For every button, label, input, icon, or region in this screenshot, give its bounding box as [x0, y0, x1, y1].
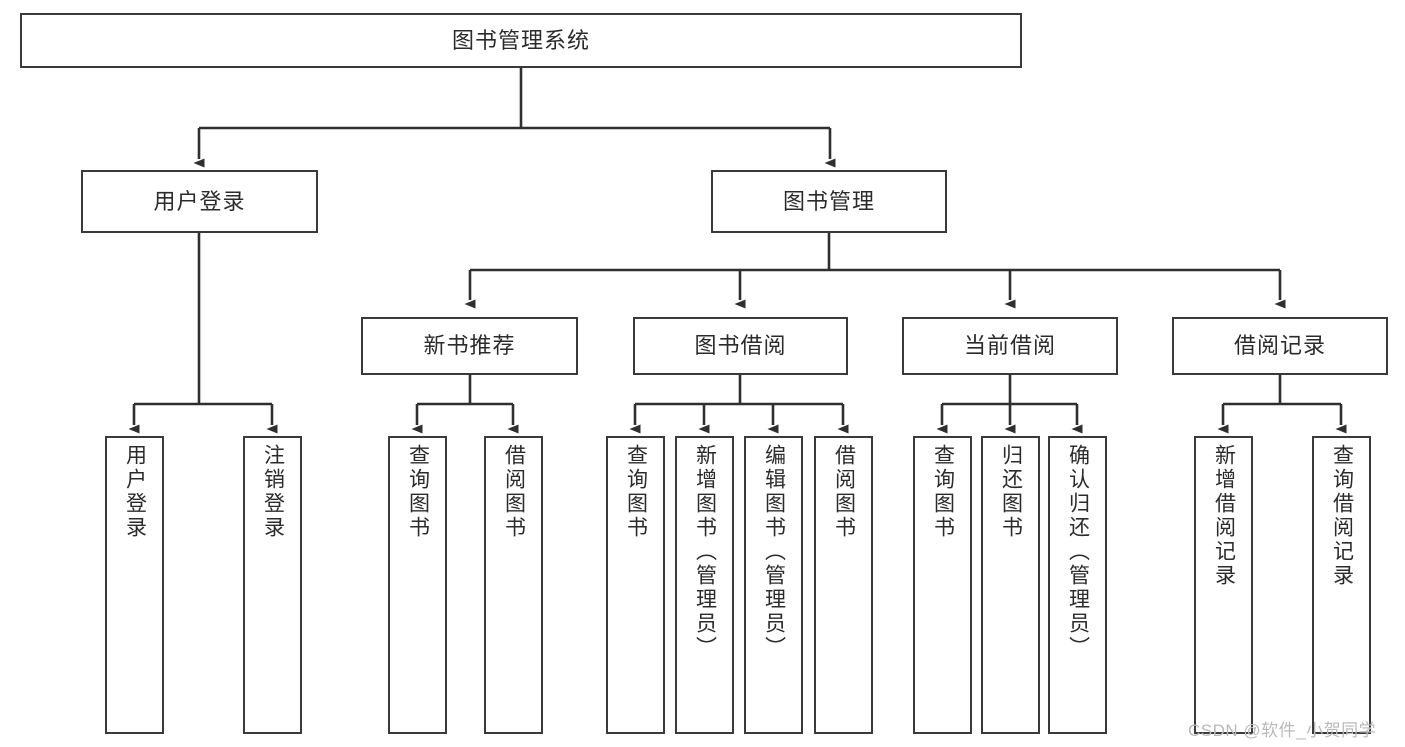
node-label: 新增借阅记录 [1212, 444, 1236, 588]
node-book-borrow[interactable]: 图书借阅 [633, 317, 848, 375]
node-label: 图书管理系统 [451, 27, 590, 53]
node-borrow-record[interactable]: 借阅记录 [1172, 317, 1388, 375]
node-leaf-query-book-2[interactable]: 查询图书 [606, 436, 665, 734]
node-leaf-confirm-return[interactable]: 确认归还（管理员） [1048, 436, 1107, 734]
node-label: 新增图书（管理员） [693, 444, 717, 660]
node-leaf-query-book-3[interactable]: 查询图书 [913, 436, 972, 734]
node-label: 注销登录 [261, 444, 285, 540]
node-user-login[interactable]: 用户登录 [81, 170, 318, 233]
node-label: 用户登录 [153, 188, 246, 214]
node-leaf-return-book[interactable]: 归还图书 [981, 436, 1040, 734]
node-label: 查询图书 [931, 444, 955, 540]
node-leaf-add-record[interactable]: 新增借阅记录 [1194, 436, 1253, 734]
node-leaf-query-book-1[interactable]: 查询图书 [388, 436, 447, 734]
node-leaf-edit-book[interactable]: 编辑图书（管理员） [744, 436, 803, 734]
node-root-system[interactable]: 图书管理系统 [20, 13, 1022, 68]
csdn-watermark: CSDN @软件_小贺同学 [1188, 721, 1377, 740]
node-label: 确认归还（管理员） [1066, 444, 1090, 660]
node-label: 当前借阅 [963, 333, 1056, 359]
node-current-borrow[interactable]: 当前借阅 [902, 317, 1118, 375]
node-leaf-query-record[interactable]: 查询借阅记录 [1312, 436, 1371, 734]
node-label: 借阅图书 [502, 444, 526, 540]
node-label: 查询借阅记录 [1330, 444, 1354, 588]
node-label: 图书借阅 [694, 333, 787, 359]
node-book-management[interactable]: 图书管理 [711, 170, 947, 233]
node-label: 借阅图书 [832, 444, 856, 540]
node-new-book-recommend[interactable]: 新书推荐 [361, 317, 578, 375]
node-label: 图书管理 [782, 188, 875, 214]
node-leaf-user-login[interactable]: 用户登录 [105, 436, 164, 734]
node-label: 借阅记录 [1233, 333, 1326, 359]
node-label: 查询图书 [406, 444, 430, 540]
node-leaf-borrow-book-2[interactable]: 借阅图书 [814, 436, 873, 734]
node-label: 归还图书 [999, 444, 1023, 540]
node-label: 查询图书 [624, 444, 648, 540]
node-label: 用户登录 [123, 444, 147, 540]
node-leaf-borrow-book-1[interactable]: 借阅图书 [484, 436, 543, 734]
node-leaf-logout-login[interactable]: 注销登录 [243, 436, 302, 734]
node-label: 新书推荐 [423, 333, 516, 359]
node-leaf-add-book[interactable]: 新增图书（管理员） [675, 436, 734, 734]
node-label: 编辑图书（管理员） [762, 444, 786, 660]
